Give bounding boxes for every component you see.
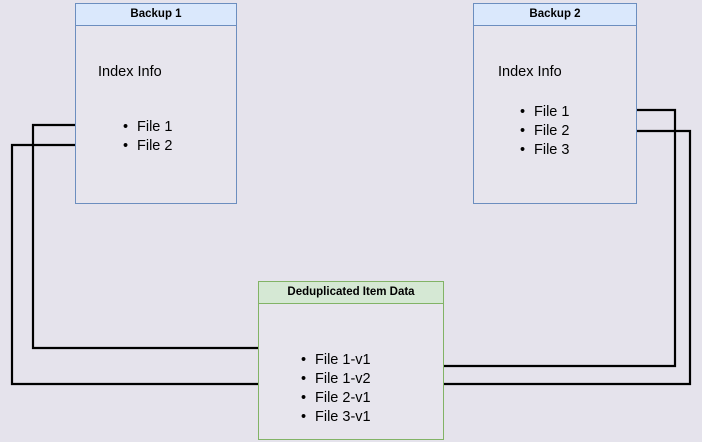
list-item[interactable]: File 2 [121,137,172,156]
node-backup-1-title: Backup 1 [76,4,236,26]
node-dedup-title: Deduplicated Item Data [259,282,443,304]
list-item[interactable]: File 1 [121,118,172,137]
list-item[interactable]: File 3-v1 [299,408,371,427]
dedup-file-list: File 1-v1 File 1-v2 File 2-v1 File 3-v1 [299,351,371,427]
node-backup-2-title: Backup 2 [474,4,636,26]
node-backup-1-body: Index Info File 1 File 2 [76,26,236,203]
list-item[interactable]: File 1-v1 [299,351,371,370]
node-deduplicated-item-data[interactable]: Deduplicated Item Data File 1-v1 File 1-… [258,281,444,440]
backup-1-index-label: Index Info [98,64,162,80]
list-item[interactable]: File 1-v2 [299,370,371,389]
node-backup-1[interactable]: Backup 1 Index Info File 1 File 2 [75,3,237,204]
list-item[interactable]: File 2 [518,122,569,141]
list-item[interactable]: File 2-v1 [299,389,371,408]
backup-1-file-list: File 1 File 2 [121,118,172,156]
node-backup-2[interactable]: Backup 2 Index Info File 1 File 2 File 3 [473,3,637,204]
backup-2-index-label: Index Info [498,64,562,80]
node-dedup-body: File 1-v1 File 1-v2 File 2-v1 File 3-v1 [259,304,443,439]
list-item[interactable]: File 3 [518,141,569,160]
backup-2-file-list: File 1 File 2 File 3 [518,103,569,160]
node-backup-2-body: Index Info File 1 File 2 File 3 [474,26,636,203]
list-item[interactable]: File 1 [518,103,569,122]
